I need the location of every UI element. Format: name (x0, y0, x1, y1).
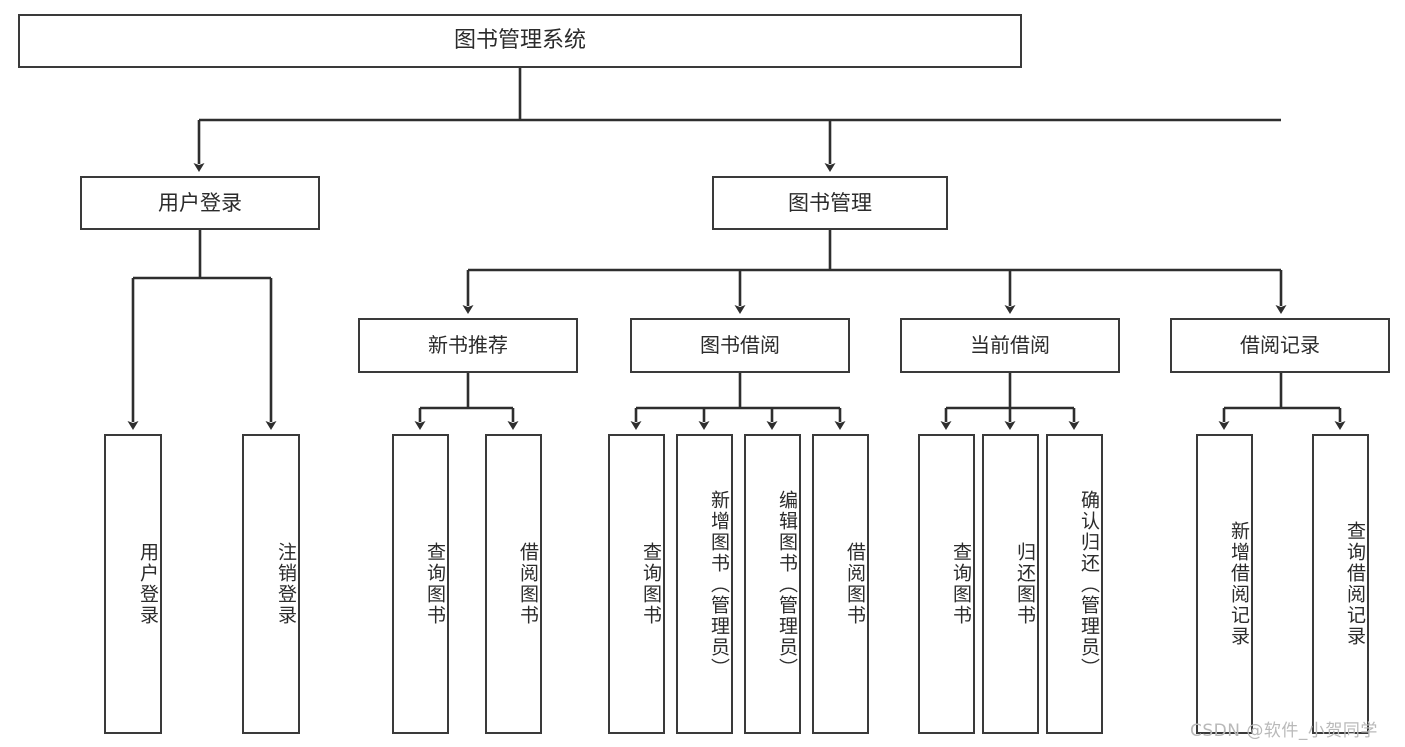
node-user-login-label: 用户登录 (158, 190, 242, 215)
node-leaf-user-logout[interactable]: 注销登录 (242, 434, 300, 734)
node-leaf-borrow-book-2[interactable]: 借阅图书 (812, 434, 869, 734)
node-leaf-confirm-return[interactable]: 确认归还（管理员） (1046, 434, 1103, 734)
node-user-login[interactable]: 用户登录 (80, 176, 320, 230)
node-leaf-query-book-1-label: 查询图书 (424, 542, 446, 626)
node-leaf-confirm-return-label: 确认归还（管理员） (1078, 489, 1100, 679)
node-new-book-rec[interactable]: 新书推荐 (358, 318, 578, 373)
node-leaf-edit-book[interactable]: 编辑图书（管理员） (744, 434, 801, 734)
node-leaf-edit-book-label: 编辑图书（管理员） (776, 489, 798, 679)
node-leaf-query-book-1[interactable]: 查询图书 (392, 434, 449, 734)
node-root-label: 图书管理系统 (453, 27, 586, 53)
node-root[interactable]: 图书管理系统 (18, 14, 1022, 68)
watermark: CSDN @软件_小贺同学 (1190, 721, 1378, 741)
node-leaf-user-logout-label: 注销登录 (275, 542, 297, 626)
node-leaf-query-record[interactable]: 查询借阅记录 (1312, 434, 1369, 734)
node-book-manage[interactable]: 图书管理 (712, 176, 948, 230)
node-book-manage-label: 图书管理 (788, 190, 872, 215)
node-leaf-query-book-2[interactable]: 查询图书 (608, 434, 665, 734)
node-leaf-return-book-label: 归还图书 (1014, 542, 1036, 626)
node-borrow-record[interactable]: 借阅记录 (1170, 318, 1390, 373)
node-leaf-query-record-label: 查询借阅记录 (1344, 521, 1366, 647)
node-leaf-add-record[interactable]: 新增借阅记录 (1196, 434, 1253, 734)
node-leaf-user-login[interactable]: 用户登录 (104, 434, 162, 734)
node-leaf-query-book-3[interactable]: 查询图书 (918, 434, 975, 734)
node-leaf-add-book[interactable]: 新增图书（管理员） (676, 434, 733, 734)
node-leaf-borrow-book-1-label: 借阅图书 (517, 542, 539, 626)
node-leaf-query-book-2-label: 查询图书 (640, 542, 662, 626)
node-leaf-borrow-book-1[interactable]: 借阅图书 (485, 434, 542, 734)
node-leaf-add-record-label: 新增借阅记录 (1228, 521, 1250, 647)
node-leaf-user-login-label: 用户登录 (137, 542, 159, 626)
node-current-borrow-label: 当前借阅 (970, 332, 1050, 357)
node-leaf-return-book[interactable]: 归还图书 (982, 434, 1039, 734)
node-leaf-query-book-3-label: 查询图书 (950, 542, 972, 626)
node-current-borrow[interactable]: 当前借阅 (900, 318, 1120, 373)
node-new-book-rec-label: 新书推荐 (428, 332, 508, 357)
node-leaf-borrow-book-2-label: 借阅图书 (844, 542, 866, 626)
node-book-borrow-label: 图书借阅 (700, 332, 780, 357)
node-borrow-record-label: 借阅记录 (1240, 332, 1320, 357)
node-leaf-add-book-label: 新增图书（管理员） (708, 489, 730, 679)
node-book-borrow[interactable]: 图书借阅 (630, 318, 850, 373)
